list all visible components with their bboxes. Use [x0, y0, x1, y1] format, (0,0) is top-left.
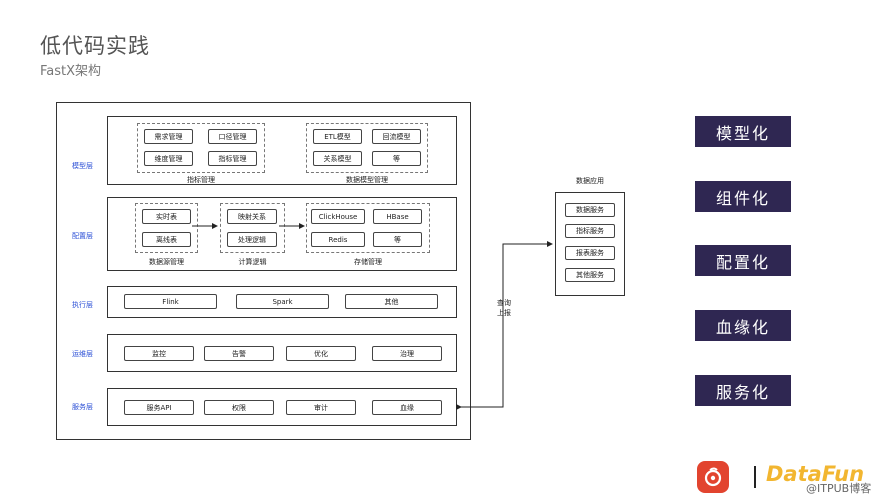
- link-label-report: 上报: [497, 309, 511, 317]
- feature-service: 服务化: [695, 375, 791, 406]
- datasource-group: [135, 203, 198, 253]
- link-label-query: 查询: [497, 299, 511, 307]
- metric-mgmt-group: [137, 123, 265, 173]
- config-item-redis: Redis: [311, 232, 365, 247]
- model-item-relation: 关系模型: [313, 151, 362, 166]
- data-app-box: [555, 192, 625, 296]
- service-layer-label: 服务层: [72, 403, 93, 411]
- service-item-lineage: 血缘: [372, 400, 442, 415]
- data-app-item-metric: 指标服务: [565, 224, 615, 238]
- ops-item-alert: 告警: [204, 346, 274, 361]
- config-item-offline: 离线表: [142, 232, 191, 247]
- compute-logic-group: [220, 203, 285, 253]
- model-item-metric: 指标管理: [208, 151, 257, 166]
- ops-layer-label: 运维层: [72, 350, 93, 358]
- model-layer-label: 模型层: [72, 162, 93, 170]
- exec-layer-label: 执行层: [72, 301, 93, 309]
- footer-divider: [754, 466, 756, 488]
- config-item-mapping: 映射关系: [227, 209, 277, 224]
- config-item-clickhouse: ClickHouse: [311, 209, 365, 224]
- datafun-logo: DataFun: [766, 462, 865, 486]
- model-item-etc: 等: [372, 151, 421, 166]
- storage-caption: 存储管理: [354, 258, 382, 266]
- config-layer-label: 配置层: [72, 232, 93, 240]
- model-layer: [107, 116, 457, 185]
- service-item-audit: 审计: [286, 400, 356, 415]
- exec-item-other: 其他: [345, 294, 438, 309]
- datasource-caption: 数据源管理: [149, 258, 184, 266]
- watermark: @ITPUB博客: [806, 482, 872, 495]
- feature-modeling: 模型化: [695, 116, 791, 147]
- data-app-title: 数据应用: [576, 177, 604, 185]
- page-title: 低代码实践: [40, 34, 150, 58]
- compute-logic-caption: 计算逻辑: [238, 258, 267, 266]
- model-item-demand: 需求管理: [144, 129, 193, 144]
- data-app-item-data: 数据服务: [565, 203, 615, 217]
- metric-mgmt-caption: 指标管理: [187, 176, 215, 184]
- page-subtitle: FastX架构: [40, 64, 102, 79]
- ops-item-govern: 治理: [372, 346, 442, 361]
- arrow-service-to-app: [456, 241, 553, 410]
- model-item-etl: ETL模型: [313, 129, 362, 144]
- exec-item-spark: Spark: [236, 294, 329, 309]
- model-item-backflow: 回流模型: [372, 129, 421, 144]
- model-item-caliber: 口径管理: [208, 129, 257, 144]
- feature-componentization: 组件化: [695, 181, 791, 212]
- feature-lineage: 血缘化: [695, 310, 791, 341]
- ops-item-monitor: 监控: [124, 346, 194, 361]
- data-model-caption: 数据模型管理: [346, 176, 388, 184]
- ops-item-optimize: 优化: [286, 346, 356, 361]
- exec-item-flink: Flink: [124, 294, 217, 309]
- model-item-dimension: 维度管理: [144, 151, 193, 166]
- config-item-etc: 等: [373, 232, 422, 247]
- config-item-realtime: 实时表: [142, 209, 191, 224]
- service-item-api: 服务API: [124, 400, 194, 415]
- feature-configuration: 配置化: [695, 245, 791, 276]
- data-model-group: [306, 123, 428, 173]
- service-item-permission: 权限: [204, 400, 274, 415]
- config-item-processing: 处理逻辑: [227, 232, 277, 247]
- data-app-item-other: 其他服务: [565, 268, 615, 282]
- netease-logo-icon: [697, 461, 729, 493]
- link-label: 查询 上报: [497, 298, 511, 318]
- data-app-item-report: 报表服务: [565, 246, 615, 260]
- storage-group: [306, 203, 430, 253]
- config-item-hbase: HBase: [373, 209, 422, 224]
